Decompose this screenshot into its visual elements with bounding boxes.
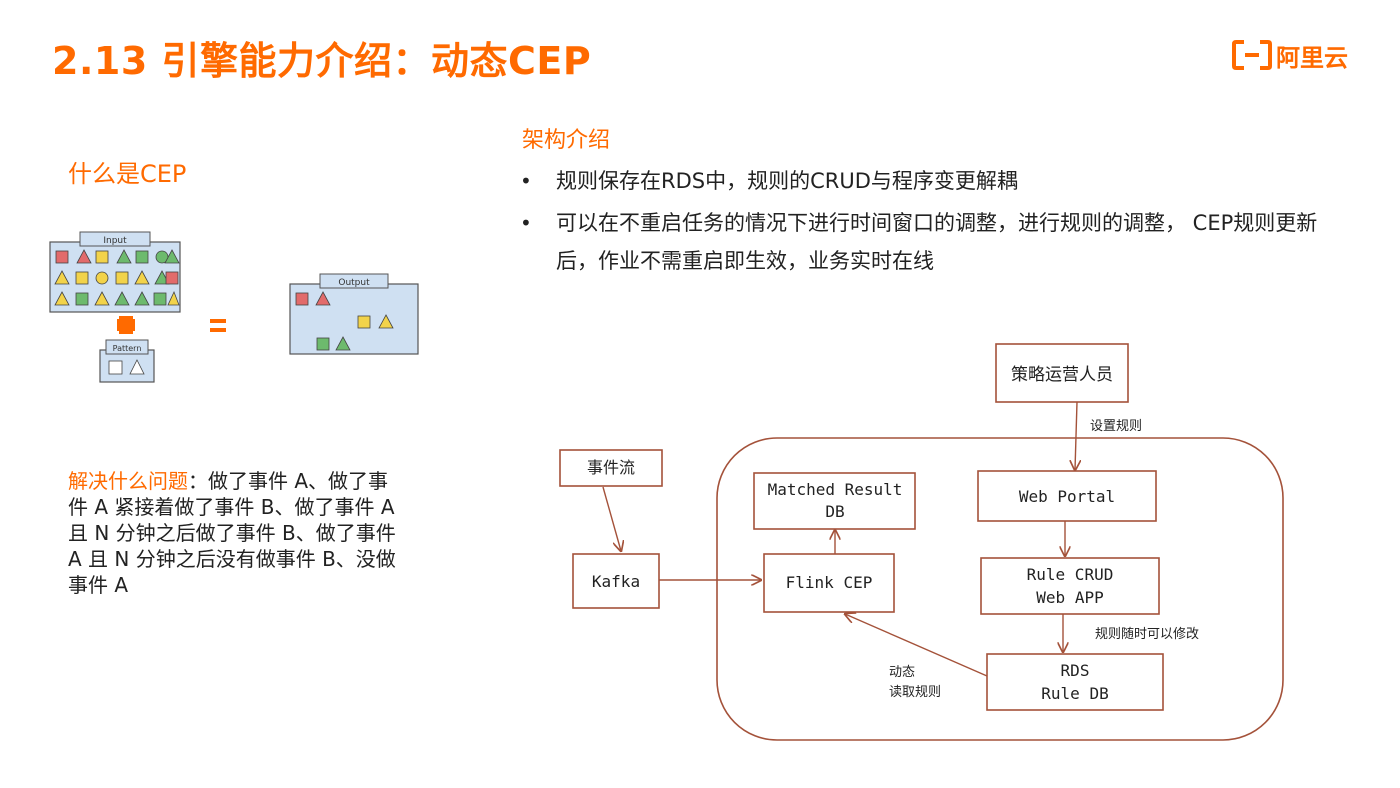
web-portal-label: Web Portal xyxy=(1019,487,1115,506)
logo-text: 阿里云 xyxy=(1276,44,1348,72)
page-title: 2.13 引擎能力介绍：动态CEP xyxy=(52,39,592,83)
stream-to-kafka-arrow xyxy=(602,486,621,551)
bullet-text: 可以在不重启任务的情况下进行时间窗口的调整，进行规则的调整， CEP规则更新后，… xyxy=(556,211,1318,273)
dynamic-label-line1: 动态 xyxy=(889,665,915,680)
rds-to-flink-arrow xyxy=(845,614,988,677)
rds-line2: Rule DB xyxy=(1041,684,1108,703)
equals-icon xyxy=(210,319,226,332)
problem-label: 解决什么问题 xyxy=(68,469,188,493)
bullet-item: • 可以在不重启任务的情况下进行时间窗口的调整，进行规则的调整， CEP规则更新… xyxy=(520,204,1340,280)
event-stream-node: 事件流 xyxy=(559,449,663,487)
matched-result-db-node: Matched Result DB xyxy=(753,472,916,530)
brand-logo: 阿里云 xyxy=(1232,36,1362,76)
matched-label-line1: Matched Result xyxy=(768,480,903,499)
rule-crud-line2: Web APP xyxy=(1036,588,1103,607)
input-label: Input xyxy=(103,236,127,246)
flink-label: Flink CEP xyxy=(786,573,873,592)
aliyun-logo-icon xyxy=(1232,40,1272,70)
architecture-heading: 架构介绍 xyxy=(522,128,611,153)
rds-rule-db-node: RDS Rule DB xyxy=(986,653,1164,711)
architecture-diagram: 策略运营人员 设置规则 事件流 Kafka Flink CEP Matched … xyxy=(559,343,1284,741)
bullet-dot: • xyxy=(520,211,532,235)
architecture-bullets: • 规则保存在RDS中，规则的CRUD与程序变更解耦 • 可以在不重启任务的情况… xyxy=(520,162,1340,280)
rds-line1: RDS xyxy=(1061,661,1090,680)
operator-node: 策略运营人员 xyxy=(995,343,1129,403)
flink-cep-node: Flink CEP xyxy=(763,553,895,613)
system-boundary xyxy=(716,437,1284,741)
operator-label: 策略运营人员 xyxy=(1011,365,1113,385)
pattern-box: Pattern xyxy=(99,339,155,383)
rule-crud-line1: Rule CRUD xyxy=(1027,565,1114,584)
plus-icon xyxy=(117,316,135,334)
modify-rules-label: 规则随时可以修改 xyxy=(1095,627,1199,642)
bullet-text: 规则保存在RDS中，规则的CRUD与程序变更解耦 xyxy=(556,169,1018,193)
cep-heading: 什么是CEP xyxy=(68,160,187,188)
rule-crud-node: Rule CRUD Web APP xyxy=(980,557,1160,615)
cep-illustration: Input Pattern xyxy=(49,231,419,383)
bullet-dot: • xyxy=(520,169,532,193)
dynamic-label-line2: 读取规则 xyxy=(889,685,941,700)
problem-text: ：做了事件 A、做了事件 A 紧接着做了事件 B、做了事件 A 且 N 分钟之后… xyxy=(68,469,396,597)
matched-label-line2: DB xyxy=(825,502,844,521)
pattern-label: Pattern xyxy=(113,344,142,353)
set-rules-label: 设置规则 xyxy=(1090,419,1142,434)
bullet-item: • 规则保存在RDS中，规则的CRUD与程序变更解耦 xyxy=(520,162,1340,200)
event-stream-label: 事件流 xyxy=(587,458,635,477)
web-portal-node: Web Portal xyxy=(977,470,1157,522)
kafka-label: Kafka xyxy=(592,572,640,591)
kafka-node: Kafka xyxy=(572,553,660,609)
input-box: Input xyxy=(49,231,181,313)
output-box: Output xyxy=(289,273,419,355)
operator-to-portal-arrow xyxy=(1075,401,1077,470)
output-label: Output xyxy=(338,278,370,288)
problem-description: 解决什么问题：做了事件 A、做了事件 A 紧接着做了事件 B、做了事件 A 且 … xyxy=(68,468,408,598)
